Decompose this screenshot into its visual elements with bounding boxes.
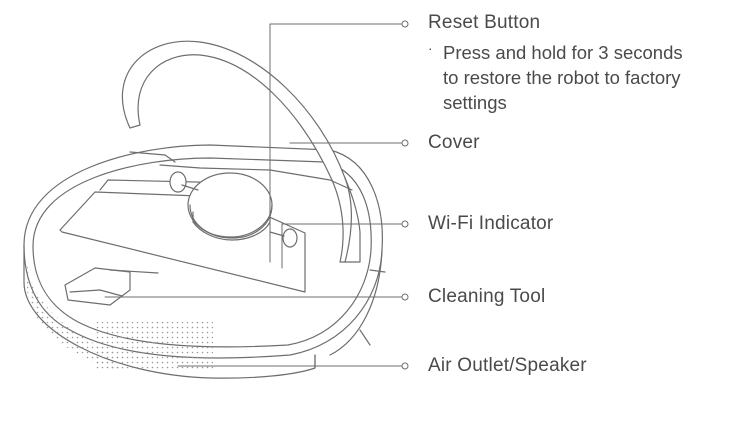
wifi-indicator-label: Wi-Fi Indicator — [428, 213, 554, 234]
air-outlet-grille — [27, 262, 213, 372]
callout-lines — [104, 20, 409, 370]
cover-label: Cover — [428, 132, 480, 153]
note-line-2: to restore the robot to factory — [443, 67, 681, 88]
note-bullet: · — [428, 40, 433, 56]
side-brush — [359, 269, 386, 346]
air-outlet-speaker-label: Air Outlet/Speaker — [428, 355, 587, 376]
cover-lid — [121, 40, 361, 263]
cleaning-tool-label: Cleaning Tool — [428, 286, 546, 307]
note-line-1: Press and hold for 3 seconds — [443, 42, 683, 63]
reset-button-note: · Press and hold for 3 seconds to restor… — [428, 40, 683, 115]
note-line-3: settings — [443, 92, 507, 113]
cleaning-tool-shape — [64, 267, 159, 306]
lds-dome — [169, 171, 298, 248]
reset-button-label: Reset Button — [428, 12, 541, 33]
